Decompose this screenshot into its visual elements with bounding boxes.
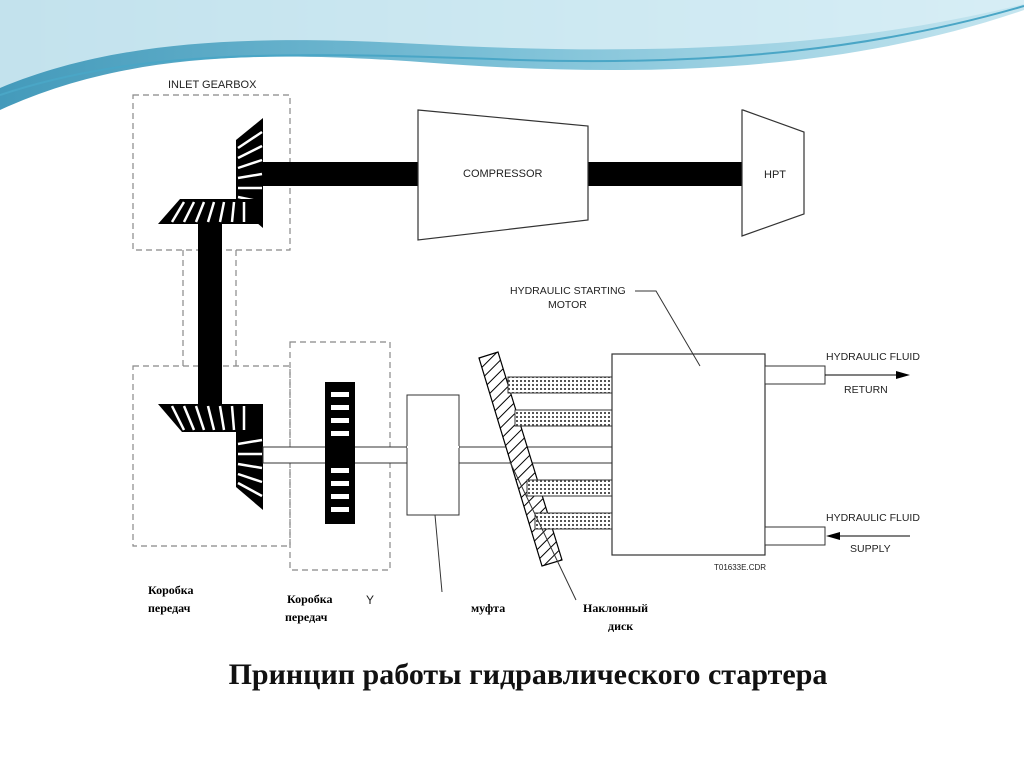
supply-port: [764, 526, 826, 546]
gearbox1-label-line2: передач: [148, 601, 191, 615]
supply-fluid-label: HYDRAULIC FLUID: [826, 512, 920, 524]
upper-horizontal-bevel-gear: [158, 199, 263, 224]
lower-horizontal-bevel-gear: [158, 404, 263, 432]
slide-title: Принцип работы гидравлического стартера: [229, 658, 828, 691]
motor-label-line1: HYDRAULIC STARTING: [510, 285, 626, 297]
swash-label-line1: Наклонный: [583, 601, 648, 615]
swash-leader-line: [509, 461, 577, 601]
clutch: [406, 394, 460, 516]
clutch-label: муфта: [471, 601, 505, 615]
header-wave: [0, 0, 1024, 110]
gearbox2-label-line2: передач: [285, 610, 328, 624]
spur-gear: [325, 382, 355, 524]
compressor-label: COMPRESSOR: [463, 168, 543, 180]
supply-label: SUPPLY: [850, 543, 891, 555]
hpt-label: HPT: [764, 169, 786, 181]
drawing-code: T01633E.CDR: [714, 563, 766, 572]
pistons: [507, 376, 613, 530]
motor-label-line2: MOTOR: [548, 299, 587, 311]
clutch-leader-line: [434, 514, 443, 593]
return-port: [764, 365, 826, 385]
return-label: RETURN: [844, 384, 888, 396]
return-fluid-label: HYDRAULIC FLUID: [826, 351, 920, 363]
lower-gearbox-box: [132, 365, 291, 547]
swash-label-line2: диск: [608, 619, 633, 633]
gearbox2-label-line1: Коробка: [287, 592, 333, 606]
vertical-drive-shaft: [198, 218, 222, 404]
motor-leader-line: [635, 290, 701, 367]
return-arrowhead: [896, 371, 910, 379]
partial-label-letter: Y: [366, 593, 374, 607]
lower-vertical-bevel-gear: [236, 432, 263, 510]
gearbox1-label-line1: Коробка: [148, 583, 194, 597]
inlet-gearbox-label: INLET GEARBOX: [168, 79, 257, 91]
supply-arrowhead: [826, 532, 840, 540]
hydraulic-motor-box: [611, 353, 766, 556]
